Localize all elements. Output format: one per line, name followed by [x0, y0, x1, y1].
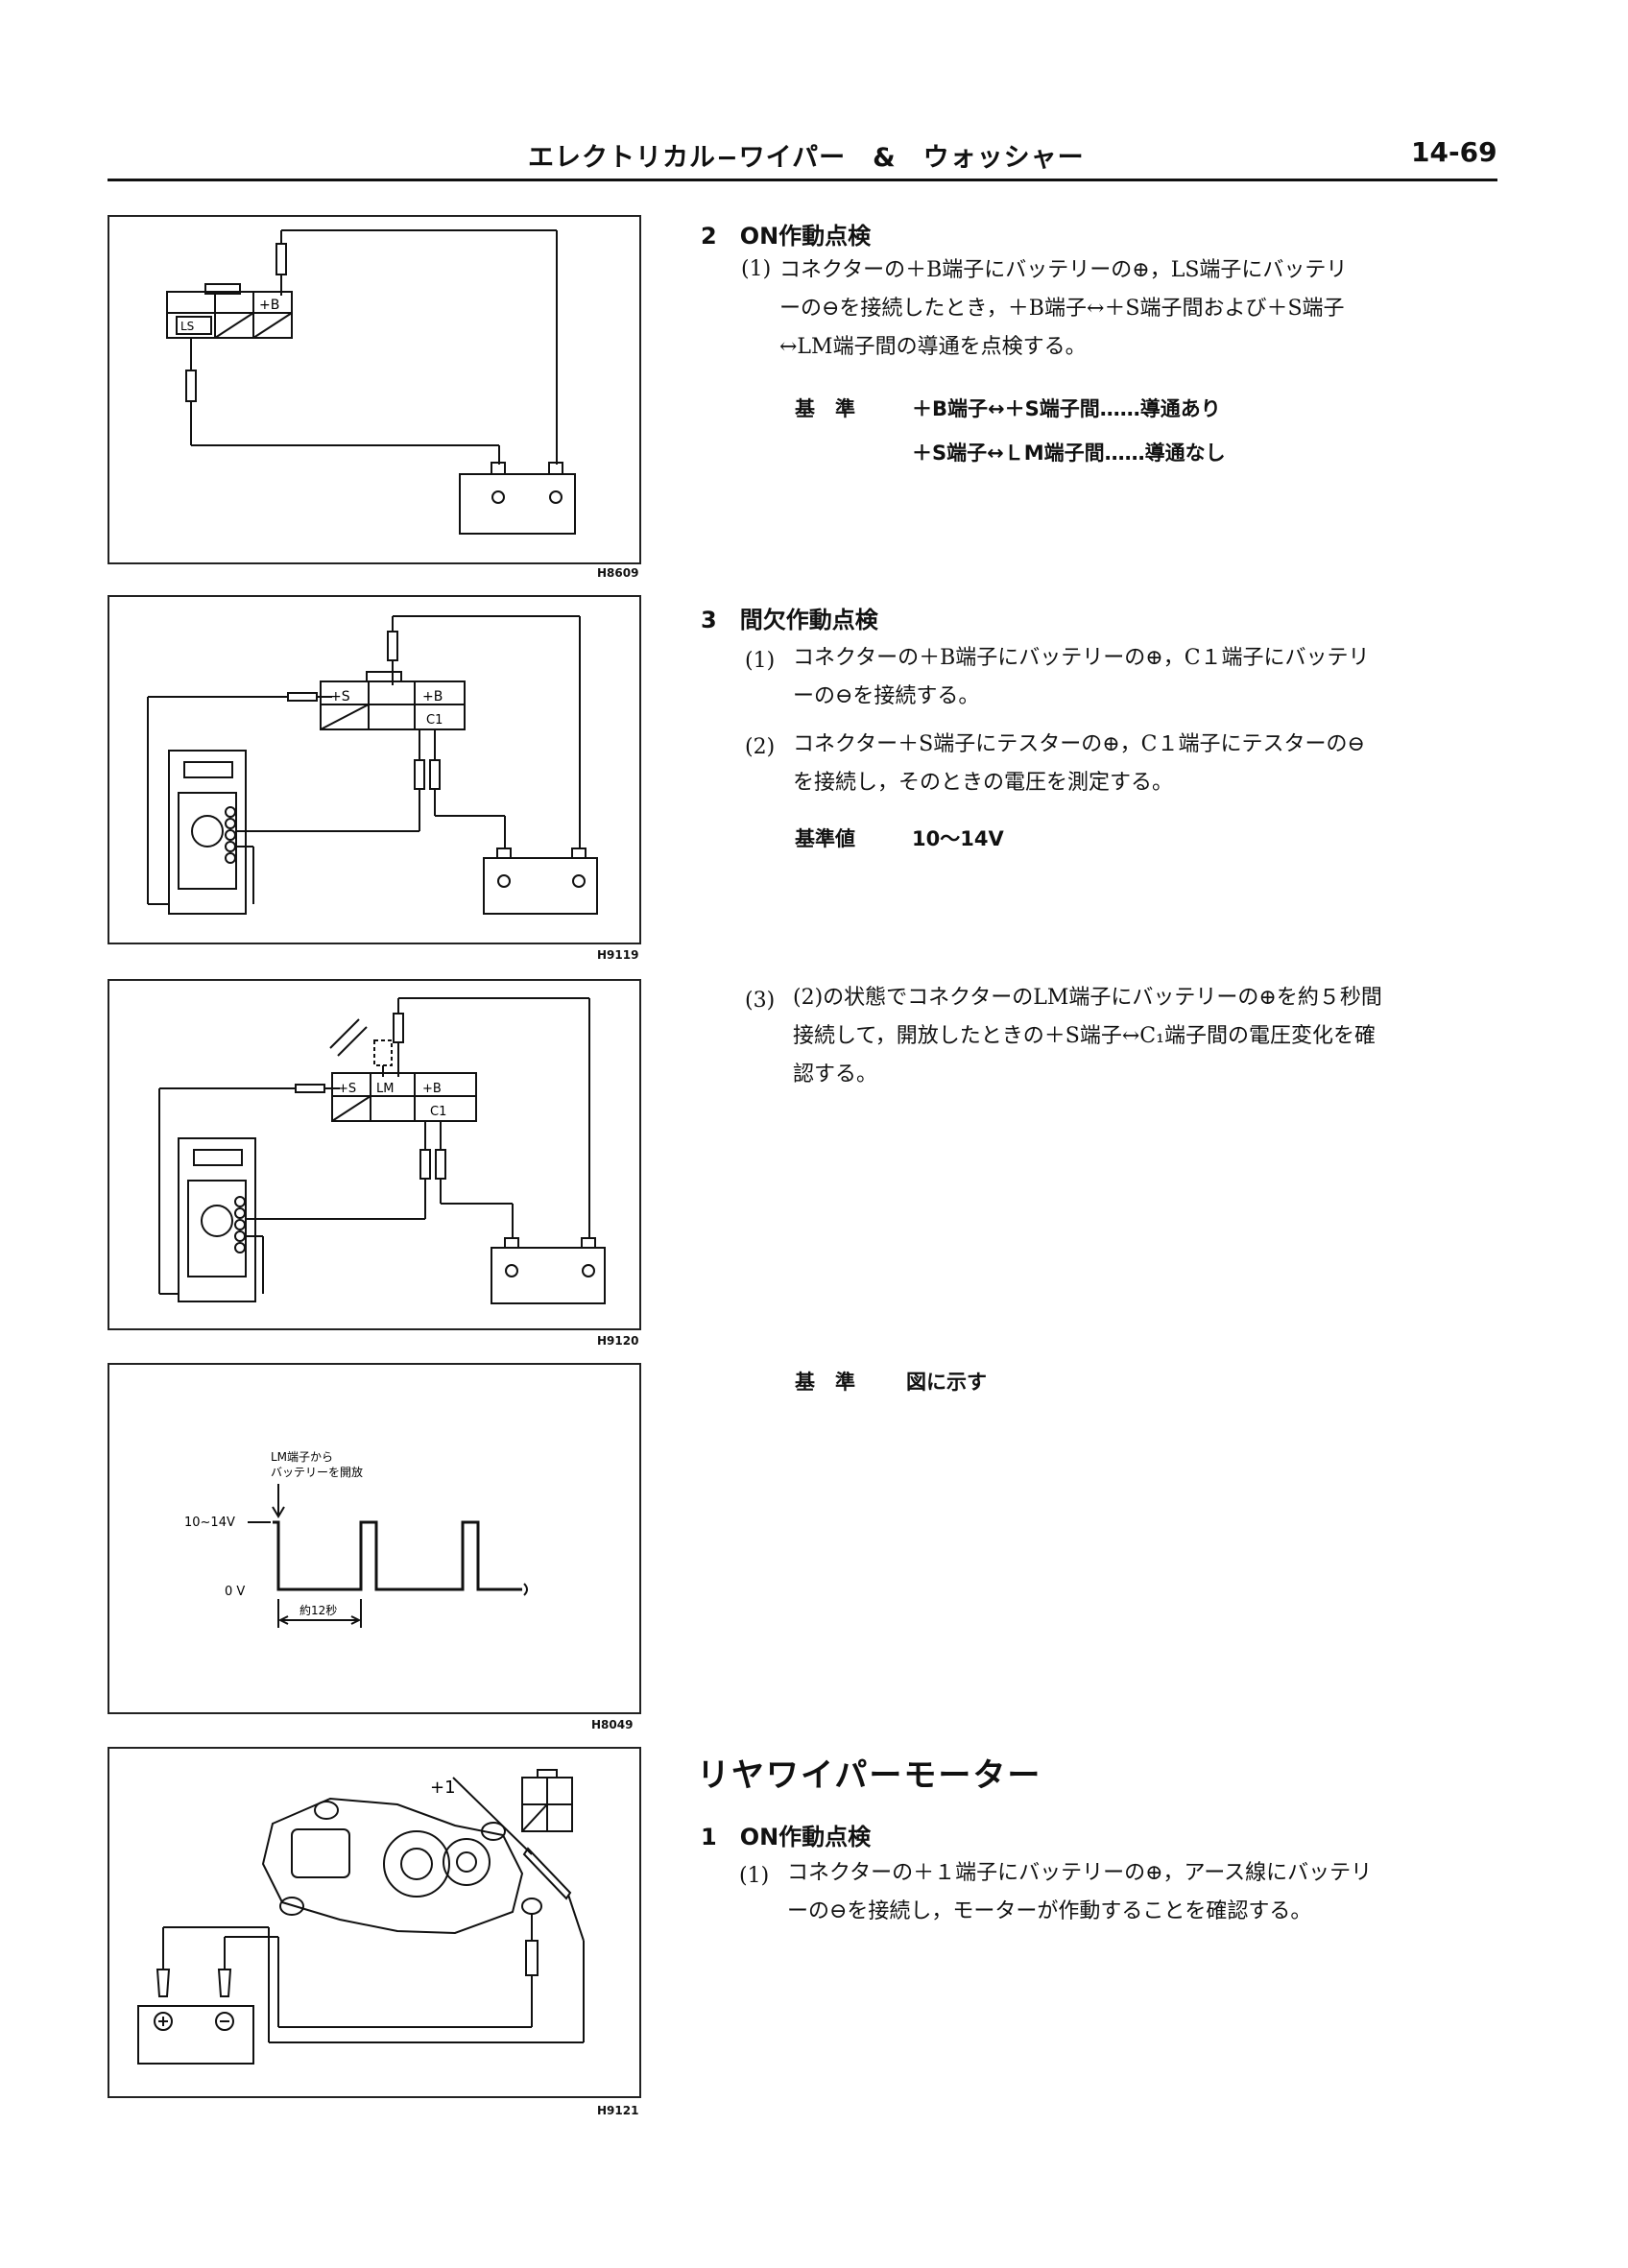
standard-value: ＋S端子↔ＬM端子間……導通なし	[912, 442, 1226, 465]
voltage-waveform-diagram: LM端子から バッテリーを開放 10~14V 0 V 約12秒	[184, 1450, 528, 1628]
standard-label: 基 準	[795, 1371, 855, 1394]
waveform-note-line2: バッテリーを開放	[271, 1465, 363, 1479]
label-plus-b: +B	[422, 689, 443, 704]
connector-battery-diagram: LS +B	[166, 229, 576, 535]
label-plus-b: +B	[259, 298, 279, 313]
item-text-line: コネクターの＋B端子にバッテリーの⊕，LS端子にバッテリ	[779, 258, 1348, 282]
figure-h9121: +1	[108, 1747, 641, 2098]
item-text: (2)の状態でコネクターのLM端子にバッテリーの⊕を約５秒間 接続して，開放した…	[793, 979, 1382, 1094]
rear-wiper-motor-diagram: +1	[137, 1769, 585, 2065]
waveform-low-label: 0 V	[225, 1585, 245, 1599]
figure-code: H9120	[597, 1334, 639, 1348]
page-number: 14-69	[1411, 136, 1497, 168]
figure-code: H9121	[597, 2104, 639, 2117]
standard-value: ＋B端子↔＋S端子間……導通あり	[912, 397, 1221, 420]
connector-tester-lm-diagram: +S LM +B C1	[158, 997, 606, 1304]
section-heading: 1 ON作動点検	[701, 1824, 872, 1850]
figure-code: H8609	[597, 566, 639, 580]
waveform-note-line1: LM端子から	[271, 1450, 333, 1464]
figure-h8609: LS +B	[108, 215, 641, 564]
figure-code: H8049	[591, 1718, 634, 1731]
label-ls: LS	[180, 320, 194, 333]
item-text-line: コネクターの＋B端子にバッテリーの⊕，C１端子にバッテリ	[793, 646, 1370, 670]
item-text-line: ーの⊖を接続したとき，＋B端子↔＋S端子間および＋S端子	[779, 297, 1345, 321]
section-heading: 3 間欠作動点検	[701, 607, 878, 633]
item-text-line: (2)の状態でコネクターのLM端子にバッテリーの⊕を約５秒間	[793, 986, 1382, 1010]
item-number: (1)	[739, 1864, 770, 1888]
label-c1: C1	[430, 1105, 446, 1119]
item-number: (3)	[745, 989, 776, 1013]
item-text: コネクターの＋B端子にバッテリーの⊕，C１端子にバッテリ ーの⊖を接続する。	[793, 639, 1370, 716]
item-number: (2)	[745, 735, 776, 759]
item-number: (1)	[741, 257, 772, 281]
section-heading: 2 ON作動点検	[701, 223, 872, 250]
standard-value: 図に示す	[906, 1371, 987, 1394]
label-lm: LM	[376, 1082, 394, 1096]
standard-value: 10〜14V	[912, 827, 1004, 850]
connector-tester-diagram: +S +B C1	[147, 615, 598, 915]
label-plus-b: +B	[422, 1082, 442, 1096]
figure-h9119: +S +B C1	[108, 595, 641, 944]
item-text-line: ↔LM端子間の導通を点検する。	[779, 335, 1087, 359]
standard-label: 基 準	[795, 397, 855, 420]
page-header-title: エレクトリカル−ワイパー & ウォッシャー	[528, 143, 1085, 173]
item-text-line: を接続し，そのときの電圧を測定する。	[793, 771, 1174, 795]
label-c1: C1	[426, 713, 443, 728]
label-plus-s: +S	[330, 689, 350, 704]
header-rule	[108, 179, 1497, 181]
figure-code: H9119	[597, 948, 639, 962]
item-text: コネクター＋S端子にテスターの⊕，C１端子にテスターの⊖ を接続し，そのときの電…	[793, 726, 1365, 802]
item-text-line: コネクターの＋１端子にバッテリーの⊕，アース線にバッテリ	[787, 1861, 1373, 1885]
item-text: コネクターの＋１端子にバッテリーの⊕，アース線にバッテリ ーの⊖を接続し，モータ…	[787, 1854, 1372, 1931]
item-text-line: 認する。	[793, 1062, 878, 1086]
section-title: リヤワイパーモーター	[697, 1756, 1042, 1795]
standard-label: 基準値	[795, 827, 855, 850]
item-text: コネクターの＋B端子にバッテリーの⊕，LS端子にバッテリ ーの⊖を接続したとき，…	[779, 251, 1347, 367]
item-text-line: ーの⊖を接続し，モーターが作動することを確認する。	[787, 1899, 1312, 1923]
item-text-line: 接続して，開放したときの＋S端子↔C₁端子間の電圧変化を確	[793, 1024, 1376, 1048]
waveform-high-label: 10~14V	[184, 1516, 235, 1530]
figure-h8049: LM端子から バッテリーを開放 10~14V 0 V 約12秒	[108, 1363, 641, 1714]
item-number: (1)	[745, 649, 776, 673]
waveform-period-label: 約12秒	[299, 1603, 337, 1617]
figure-h9120: +S LM +B C1	[108, 979, 641, 1330]
label-plus-1: +1	[430, 1778, 456, 1798]
label-plus-s: +S	[338, 1082, 356, 1096]
item-text-line: ーの⊖を接続する。	[793, 684, 980, 708]
item-text-line: コネクター＋S端子にテスターの⊕，C１端子にテスターの⊖	[793, 732, 1365, 756]
